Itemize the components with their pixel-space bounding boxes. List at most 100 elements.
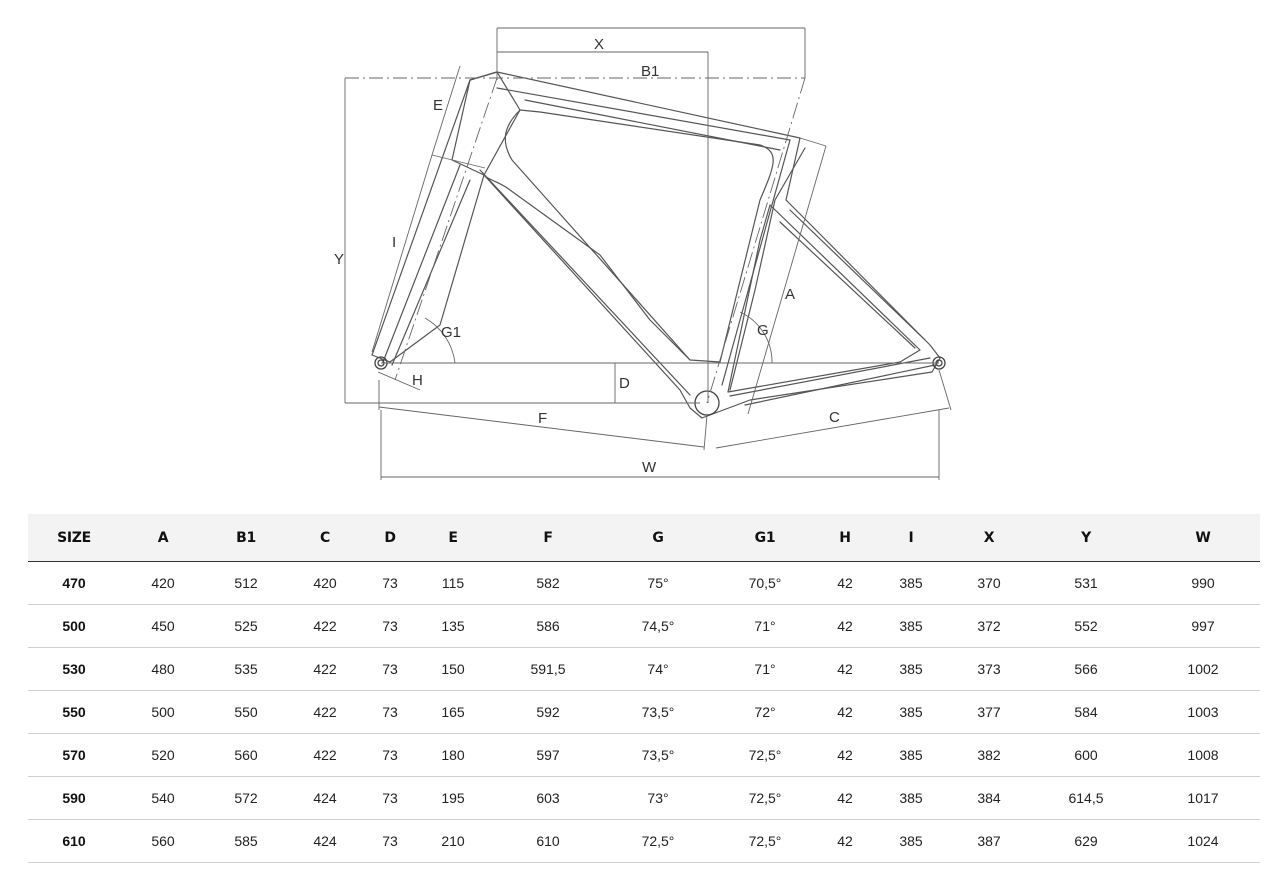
table-cell: 585	[206, 819, 286, 863]
label-g: G	[757, 322, 769, 339]
column-header-g: G	[606, 514, 710, 562]
table-cell: 372	[952, 604, 1026, 648]
column-header-w: W	[1146, 514, 1260, 562]
table-cell: 600	[1026, 733, 1146, 777]
table-cell: 422	[286, 604, 364, 648]
column-header-i: I	[870, 514, 952, 562]
table-cell: 520	[120, 733, 206, 777]
label-g1: G1	[441, 324, 461, 341]
table-cell: 480	[120, 647, 206, 691]
table-cell: 420	[286, 561, 364, 605]
size-cell: 610	[28, 819, 120, 863]
table-cell: 525	[206, 604, 286, 648]
table-cell: 377	[952, 690, 1026, 734]
label-c: C	[829, 409, 840, 426]
table-cell: 385	[870, 647, 952, 691]
main-triangle-inner	[504, 109, 774, 363]
fork-blade-inner	[382, 164, 471, 366]
table-cell: 165	[416, 690, 490, 734]
label-d: D	[619, 375, 630, 392]
table-cell: 552	[1026, 604, 1146, 648]
table-cell: 73°	[606, 776, 710, 820]
label-x: X	[594, 36, 604, 53]
table-cell: 373	[952, 647, 1026, 691]
dimension-e	[431, 65, 461, 156]
size-cell: 500	[28, 604, 120, 648]
table-cell: 582	[490, 561, 606, 605]
table-cell: 72,5°	[710, 776, 820, 820]
table-cell: 385	[870, 733, 952, 777]
table-cell: 584	[1026, 690, 1146, 734]
table-cell: 500	[120, 690, 206, 734]
angle-g-arc	[739, 311, 773, 364]
size-cell: 590	[28, 776, 120, 820]
label-y: Y	[334, 251, 344, 268]
table-cell: 42	[820, 819, 870, 863]
dimension-f	[378, 406, 705, 448]
table-cell: 422	[286, 647, 364, 691]
label-h: H	[412, 372, 423, 389]
dimension-i	[371, 154, 433, 353]
dimension-a	[747, 145, 827, 415]
table-cell: 72,5°	[710, 733, 820, 777]
table-cell: 614,5	[1026, 776, 1146, 820]
dimension-c	[715, 407, 950, 449]
table-cell: 1002	[1146, 647, 1260, 691]
table-cell: 73	[364, 776, 416, 820]
size-cell: 470	[28, 561, 120, 605]
table-cell: 71°	[710, 604, 820, 648]
column-header-b1: B1	[206, 514, 286, 562]
table-cell: 603	[490, 776, 606, 820]
column-header-g1: G1	[710, 514, 820, 562]
table-cell: 586	[490, 604, 606, 648]
head-tube-outline	[451, 71, 521, 176]
column-header-e: E	[416, 514, 490, 562]
table-cell: 72°	[710, 690, 820, 734]
table-cell: 150	[416, 647, 490, 691]
size-cell: 570	[28, 733, 120, 777]
table-cell: 42	[820, 604, 870, 648]
table-cell: 385	[870, 604, 952, 648]
column-header-size: SIZE	[28, 514, 120, 562]
table-cell: 424	[286, 776, 364, 820]
frame-geometry-diagram: X B1 E Y I G1 H D F W A G C	[334, 27, 952, 480]
angle-g1-arc	[424, 317, 456, 364]
column-header-f: F	[490, 514, 606, 562]
label-i: I	[392, 234, 396, 251]
column-header-a: A	[120, 514, 206, 562]
column-header-x: X	[952, 514, 1026, 562]
chain-stays-outline	[729, 357, 936, 406]
table-cell: 72,5°	[606, 819, 710, 863]
table-cell: 610	[490, 819, 606, 863]
table-cell: 73	[364, 733, 416, 777]
table-cell: 42	[820, 561, 870, 605]
table-cell: 629	[1026, 819, 1146, 863]
table-cell: 424	[286, 819, 364, 863]
label-a: A	[785, 286, 795, 303]
table-cell: 550	[206, 690, 286, 734]
down-tube-outline	[479, 169, 691, 396]
table-cell: 387	[952, 819, 1026, 863]
dimension-h	[377, 371, 421, 391]
table-cell: 572	[206, 776, 286, 820]
table-cell: 1008	[1146, 733, 1260, 777]
table-cell: 73	[364, 819, 416, 863]
table-cell: 73	[364, 690, 416, 734]
table-cell: 42	[820, 690, 870, 734]
column-header-y: Y	[1026, 514, 1146, 562]
table-cell: 420	[120, 561, 206, 605]
table-cell: 384	[952, 776, 1026, 820]
table-cell: 73	[364, 561, 416, 605]
size-cell: 550	[28, 690, 120, 734]
table-cell: 560	[206, 733, 286, 777]
table-cell: 1003	[1146, 690, 1260, 734]
table-cell: 422	[286, 733, 364, 777]
table-cell: 535	[206, 647, 286, 691]
column-header-c: C	[286, 514, 364, 562]
table-cell: 73,5°	[606, 690, 710, 734]
e-lower-extension	[431, 154, 486, 169]
head-tube-axis	[394, 77, 498, 381]
